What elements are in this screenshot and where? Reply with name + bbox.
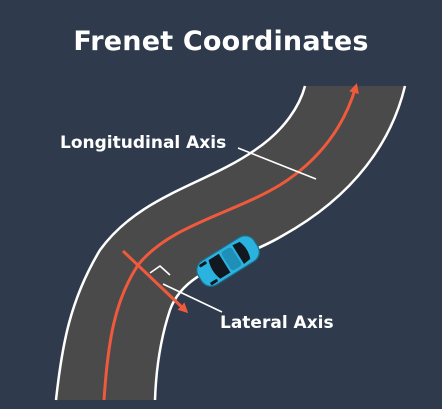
lateral-axis-label: Lateral Axis — [220, 313, 334, 333]
perpendicular-marker — [149, 264, 171, 276]
longitudinal-leader — [237, 147, 317, 180]
longitudinal-axis-line — [102, 83, 359, 401]
car-icon — [196, 235, 260, 287]
diagram-title: Frenet Coordinates — [73, 26, 369, 57]
lateral-axis-line — [121, 249, 189, 314]
longitudinal-axis-label: Longitudinal Axis — [60, 133, 227, 153]
road-edge-left — [54, 85, 307, 401]
lateral-leader — [162, 283, 223, 313]
